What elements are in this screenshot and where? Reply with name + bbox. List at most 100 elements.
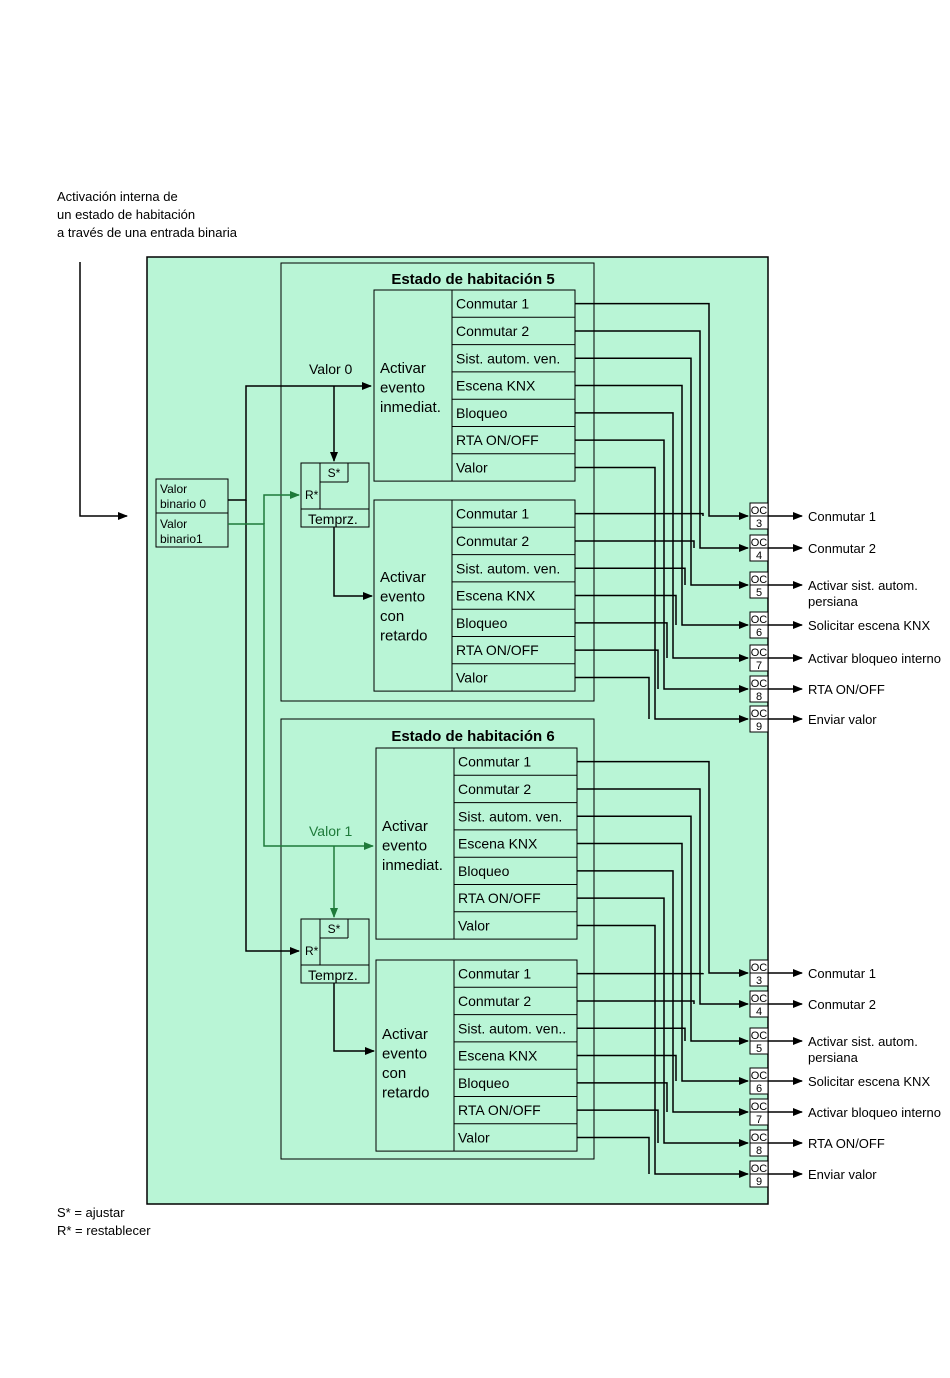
output-channel: OC3 Conmutar 1	[749, 502, 876, 530]
output-wire	[575, 302, 749, 520]
output-wires	[575, 302, 749, 1178]
oc-label: OC	[751, 614, 768, 626]
event-item: Conmutar 2	[458, 993, 531, 1009]
header-note-line: Activación interna de	[57, 189, 178, 204]
header-note-line: un estado de habitación	[57, 207, 195, 222]
timer-block-5: S* R* Temprz.	[300, 462, 370, 528]
oc-label: OC	[751, 1030, 768, 1042]
output-wire	[575, 412, 749, 662]
event-item: Sist. autom. ven.	[458, 808, 562, 824]
oc-number: 6	[756, 627, 762, 639]
output-wire	[577, 870, 749, 1116]
output-label: Activar bloqueo interno	[808, 1105, 941, 1120]
timer-label: Temprz.	[308, 511, 358, 527]
oc-number: 8	[756, 691, 762, 703]
event-item: Valor	[456, 669, 488, 685]
oc-label: OC	[751, 678, 768, 690]
event-block-label: Activar	[382, 818, 428, 835]
oc-label: OC	[751, 1101, 768, 1113]
oc-label: OC	[751, 993, 768, 1005]
output-wire	[577, 897, 749, 1147]
oc-label: OC	[751, 1132, 768, 1144]
event-item: Bloqueo	[458, 863, 510, 879]
wire-valor1-reset	[263, 491, 300, 524]
output-wire	[575, 330, 749, 552]
header-note: Activación interna de un estado de habit…	[57, 189, 238, 240]
event-item: Bloqueo	[458, 1075, 510, 1091]
output-wire	[575, 676, 650, 719]
event-block-label: Activar	[380, 569, 426, 586]
event-item: Valor	[458, 917, 490, 933]
oc-number: 5	[756, 587, 762, 599]
state-box-6	[280, 718, 595, 1160]
output-wire	[575, 439, 749, 693]
event-block-label: con	[380, 608, 404, 625]
event-block-label: Activar	[380, 360, 426, 377]
event-item: Valor	[458, 1129, 490, 1145]
output-label: RTA ON/OFF	[808, 682, 885, 697]
oc-label: OC	[751, 1163, 768, 1175]
event-block-label: retardo	[382, 1085, 430, 1102]
event-item: Valor	[456, 459, 488, 475]
event-blocks: Activar evento inmediat. Conmutar 1 Conmutar…	[373, 289, 578, 1152]
output-wire	[575, 512, 704, 516]
state-title: Estado de habitación 6	[391, 728, 554, 745]
output-wire	[577, 788, 749, 1008]
output-wire	[577, 1109, 659, 1143]
output-channel: OC8 RTA ON/OFF	[749, 675, 885, 703]
oc-label: OC	[751, 647, 768, 659]
event-item: Conmutar 1	[458, 966, 531, 982]
timer-block-6: S* R* Temprz.	[300, 918, 370, 984]
oc-number: 7	[756, 660, 762, 672]
oc-number: 9	[756, 721, 762, 733]
event-block-label: evento	[382, 1046, 427, 1063]
oc-number: 3	[756, 518, 762, 530]
wire-valor0	[228, 382, 372, 501]
output-wire	[577, 1082, 668, 1112]
event-item: Bloqueo	[456, 405, 508, 421]
event-item: Sist. autom. ven..	[458, 1020, 566, 1036]
output-wire	[577, 815, 749, 1045]
event-item: Conmutar 2	[456, 533, 529, 549]
event-block-label: inmediat.	[382, 857, 443, 874]
oc-label: OC	[751, 505, 768, 517]
output-wire	[575, 540, 695, 548]
event-item: RTA ON/OFF	[458, 1102, 541, 1118]
binary-input-label: Valor	[160, 482, 187, 496]
output-wire	[575, 357, 749, 589]
output-wire	[575, 384, 749, 629]
output-label: Conmutar 2	[808, 541, 876, 556]
binary-input-label: Valor	[160, 517, 187, 531]
output-label: Activar sist. autom.	[808, 1034, 918, 1049]
output-label: Conmutar 1	[808, 966, 876, 981]
binary-input-box: Valor binario 0 Valor binario1	[155, 478, 229, 548]
oc-number: 5	[756, 1043, 762, 1055]
event-item: Escena KNX	[456, 588, 536, 604]
oc-number: 6	[756, 1083, 762, 1095]
event-block-label: evento	[380, 589, 425, 606]
state-box-5	[280, 262, 595, 702]
output-label: Conmutar 1	[808, 509, 876, 524]
timer-set-label: S*	[328, 922, 341, 936]
wire-timer5-delay	[333, 527, 373, 600]
output-wire	[577, 842, 749, 1085]
event-item: Sist. autom. ven.	[456, 350, 560, 366]
event-item: Conmutar 2	[458, 781, 531, 797]
output-label: Solicitar escena KNX	[808, 1074, 930, 1089]
oc-label: OC	[751, 574, 768, 586]
output-wire	[577, 760, 749, 977]
event-item: Conmutar 1	[456, 296, 529, 312]
oc-label: OC	[751, 708, 768, 720]
